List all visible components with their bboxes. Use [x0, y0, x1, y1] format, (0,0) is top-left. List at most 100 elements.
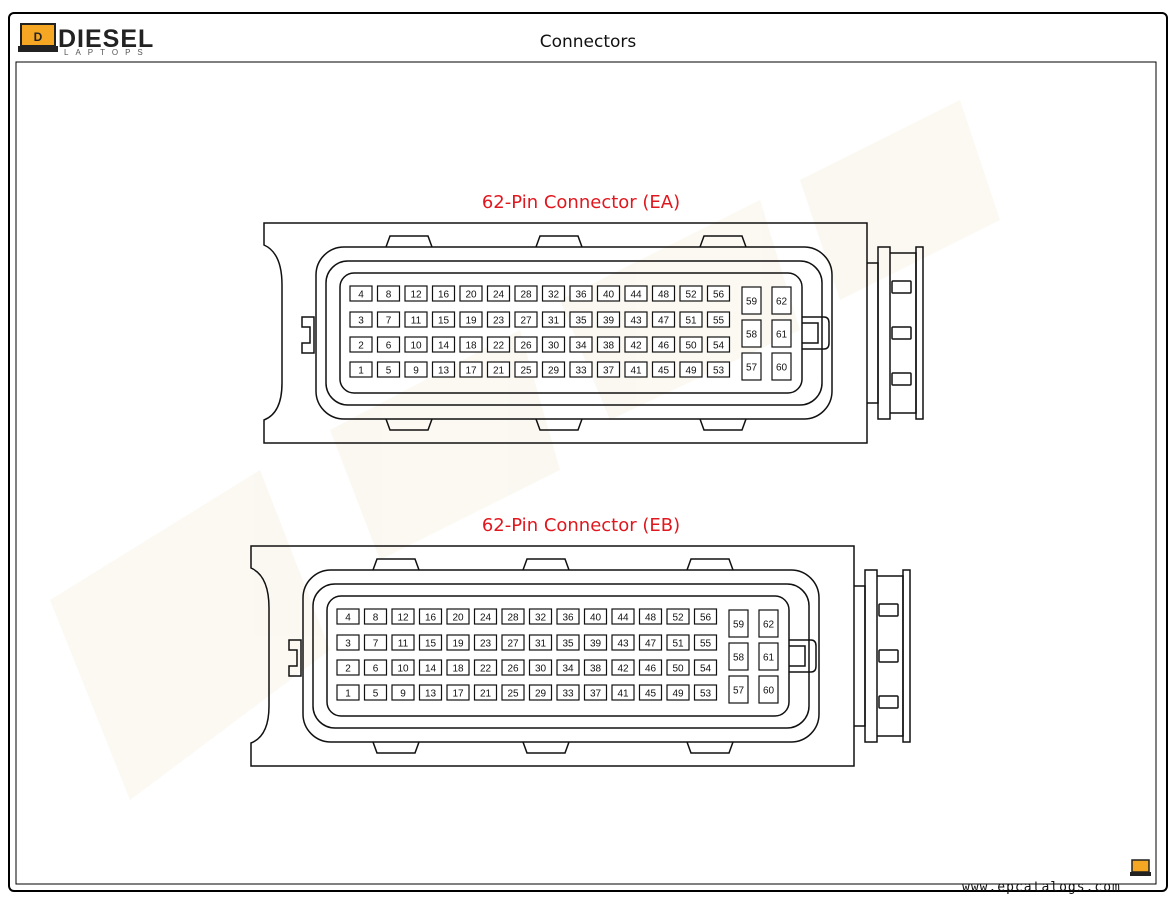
- connector-latch-right-inner: [802, 322, 819, 344]
- pin-box: [611, 608, 635, 625]
- pin-box: [486, 285, 511, 302]
- side-pin-box: [758, 675, 779, 704]
- connector-top-tab: [522, 558, 570, 571]
- pin-label: 44: [617, 613, 629, 624]
- pin-label: 10: [397, 664, 409, 675]
- pin-label: 56: [700, 613, 712, 624]
- pin-label: 29: [535, 689, 547, 700]
- pin-box: [486, 336, 511, 353]
- pin-box: [473, 684, 498, 701]
- connector-latch-right: [789, 639, 817, 673]
- pin-label: 12: [397, 613, 409, 624]
- pin-box: [376, 285, 401, 302]
- plug-slot: [878, 603, 899, 617]
- diesel-laptops-logo: D DIESEL LAPTOPS: [18, 23, 153, 57]
- pin-label: 50: [685, 341, 697, 352]
- pin-box: [666, 634, 690, 651]
- pin-box: [514, 285, 538, 302]
- pin-label: 34: [575, 341, 587, 352]
- pin-label: 6: [373, 664, 379, 675]
- pin-box: [541, 336, 566, 353]
- pin-label: 19: [465, 316, 477, 327]
- pin-label: 26: [520, 341, 532, 352]
- pin-label: 34: [562, 664, 574, 675]
- pin-box: [459, 336, 483, 353]
- pin-label: 3: [358, 316, 364, 327]
- side-pin-label: 58: [746, 330, 758, 341]
- pin-label: 22: [480, 664, 492, 675]
- side-pin-label: 59: [746, 297, 758, 308]
- side-pin-label: 61: [776, 330, 788, 341]
- connector-bottom-tab: [385, 418, 433, 431]
- pin-label: 32: [535, 613, 547, 624]
- pin-box: [336, 608, 360, 625]
- pin-label: 5: [373, 689, 379, 700]
- pin-label: 21: [480, 689, 492, 700]
- pin-box: [638, 684, 663, 701]
- pin-box: [431, 285, 456, 302]
- pin-box: [514, 311, 538, 328]
- pin-label: 20: [452, 613, 464, 624]
- connector-plug-cap: [877, 575, 904, 737]
- connector-housing: [250, 545, 855, 767]
- pin-label: 16: [425, 613, 437, 624]
- pin-box: [583, 634, 608, 651]
- pin-label: 11: [398, 639, 409, 650]
- pin-box: [651, 311, 676, 328]
- pin-label: 13: [438, 366, 450, 377]
- pin-box: [459, 311, 483, 328]
- pin-label: 25: [507, 689, 519, 700]
- pin-box: [541, 311, 566, 328]
- footer-watermark-url: www.epcatalogs.com: [962, 880, 1121, 895]
- pin-label: 27: [507, 639, 519, 650]
- connector-housing: [263, 222, 868, 444]
- connector-plug-body: [854, 585, 866, 727]
- logo-subtext: LAPTOPS: [64, 48, 150, 57]
- pin-box: [693, 659, 718, 676]
- pin-box: [624, 361, 648, 378]
- pin-label: 38: [590, 664, 602, 675]
- pin-box: [431, 336, 456, 353]
- pin-box: [459, 361, 483, 378]
- pin-label: 22: [493, 341, 505, 352]
- pin-label: 2: [358, 341, 364, 352]
- pin-box: [431, 311, 456, 328]
- pin-box: [611, 684, 635, 701]
- footer-logo-icon: [1130, 859, 1151, 876]
- connector-bottom-tab: [372, 741, 420, 754]
- pin-label: 36: [562, 613, 574, 624]
- pin-label: 49: [685, 366, 697, 377]
- pin-box: [473, 634, 498, 651]
- pin-box: [706, 336, 731, 353]
- pin-box: [446, 659, 470, 676]
- pin-box: [336, 634, 360, 651]
- pin-label: 12: [410, 290, 422, 301]
- pin-label: 14: [438, 341, 450, 352]
- connector-shroud: [302, 569, 820, 743]
- plug-slot: [891, 326, 912, 340]
- pin-box: [569, 311, 593, 328]
- pin-box: [693, 608, 718, 625]
- pin-box: [706, 361, 731, 378]
- pin-box: [556, 608, 580, 625]
- pin-box: [363, 684, 388, 701]
- pin-label: 45: [658, 366, 670, 377]
- pin-label: 11: [411, 316, 422, 327]
- pin-box: [528, 634, 553, 651]
- pin-box: [556, 634, 580, 651]
- pin-box: [679, 285, 703, 302]
- pin-box: [596, 285, 621, 302]
- pin-box: [556, 684, 580, 701]
- pin-label: 1: [358, 366, 364, 377]
- pin-box: [624, 311, 648, 328]
- pin-box: [336, 659, 360, 676]
- pin-label: 33: [575, 366, 587, 377]
- connector-inner-shroud: [312, 583, 810, 729]
- pin-box: [404, 336, 428, 353]
- side-pin-box: [741, 352, 762, 381]
- side-pin-box: [758, 609, 779, 638]
- connector-ea-title: 62-Pin Connector (EA): [482, 192, 680, 213]
- pin-box: [651, 285, 676, 302]
- pin-box: [446, 634, 470, 651]
